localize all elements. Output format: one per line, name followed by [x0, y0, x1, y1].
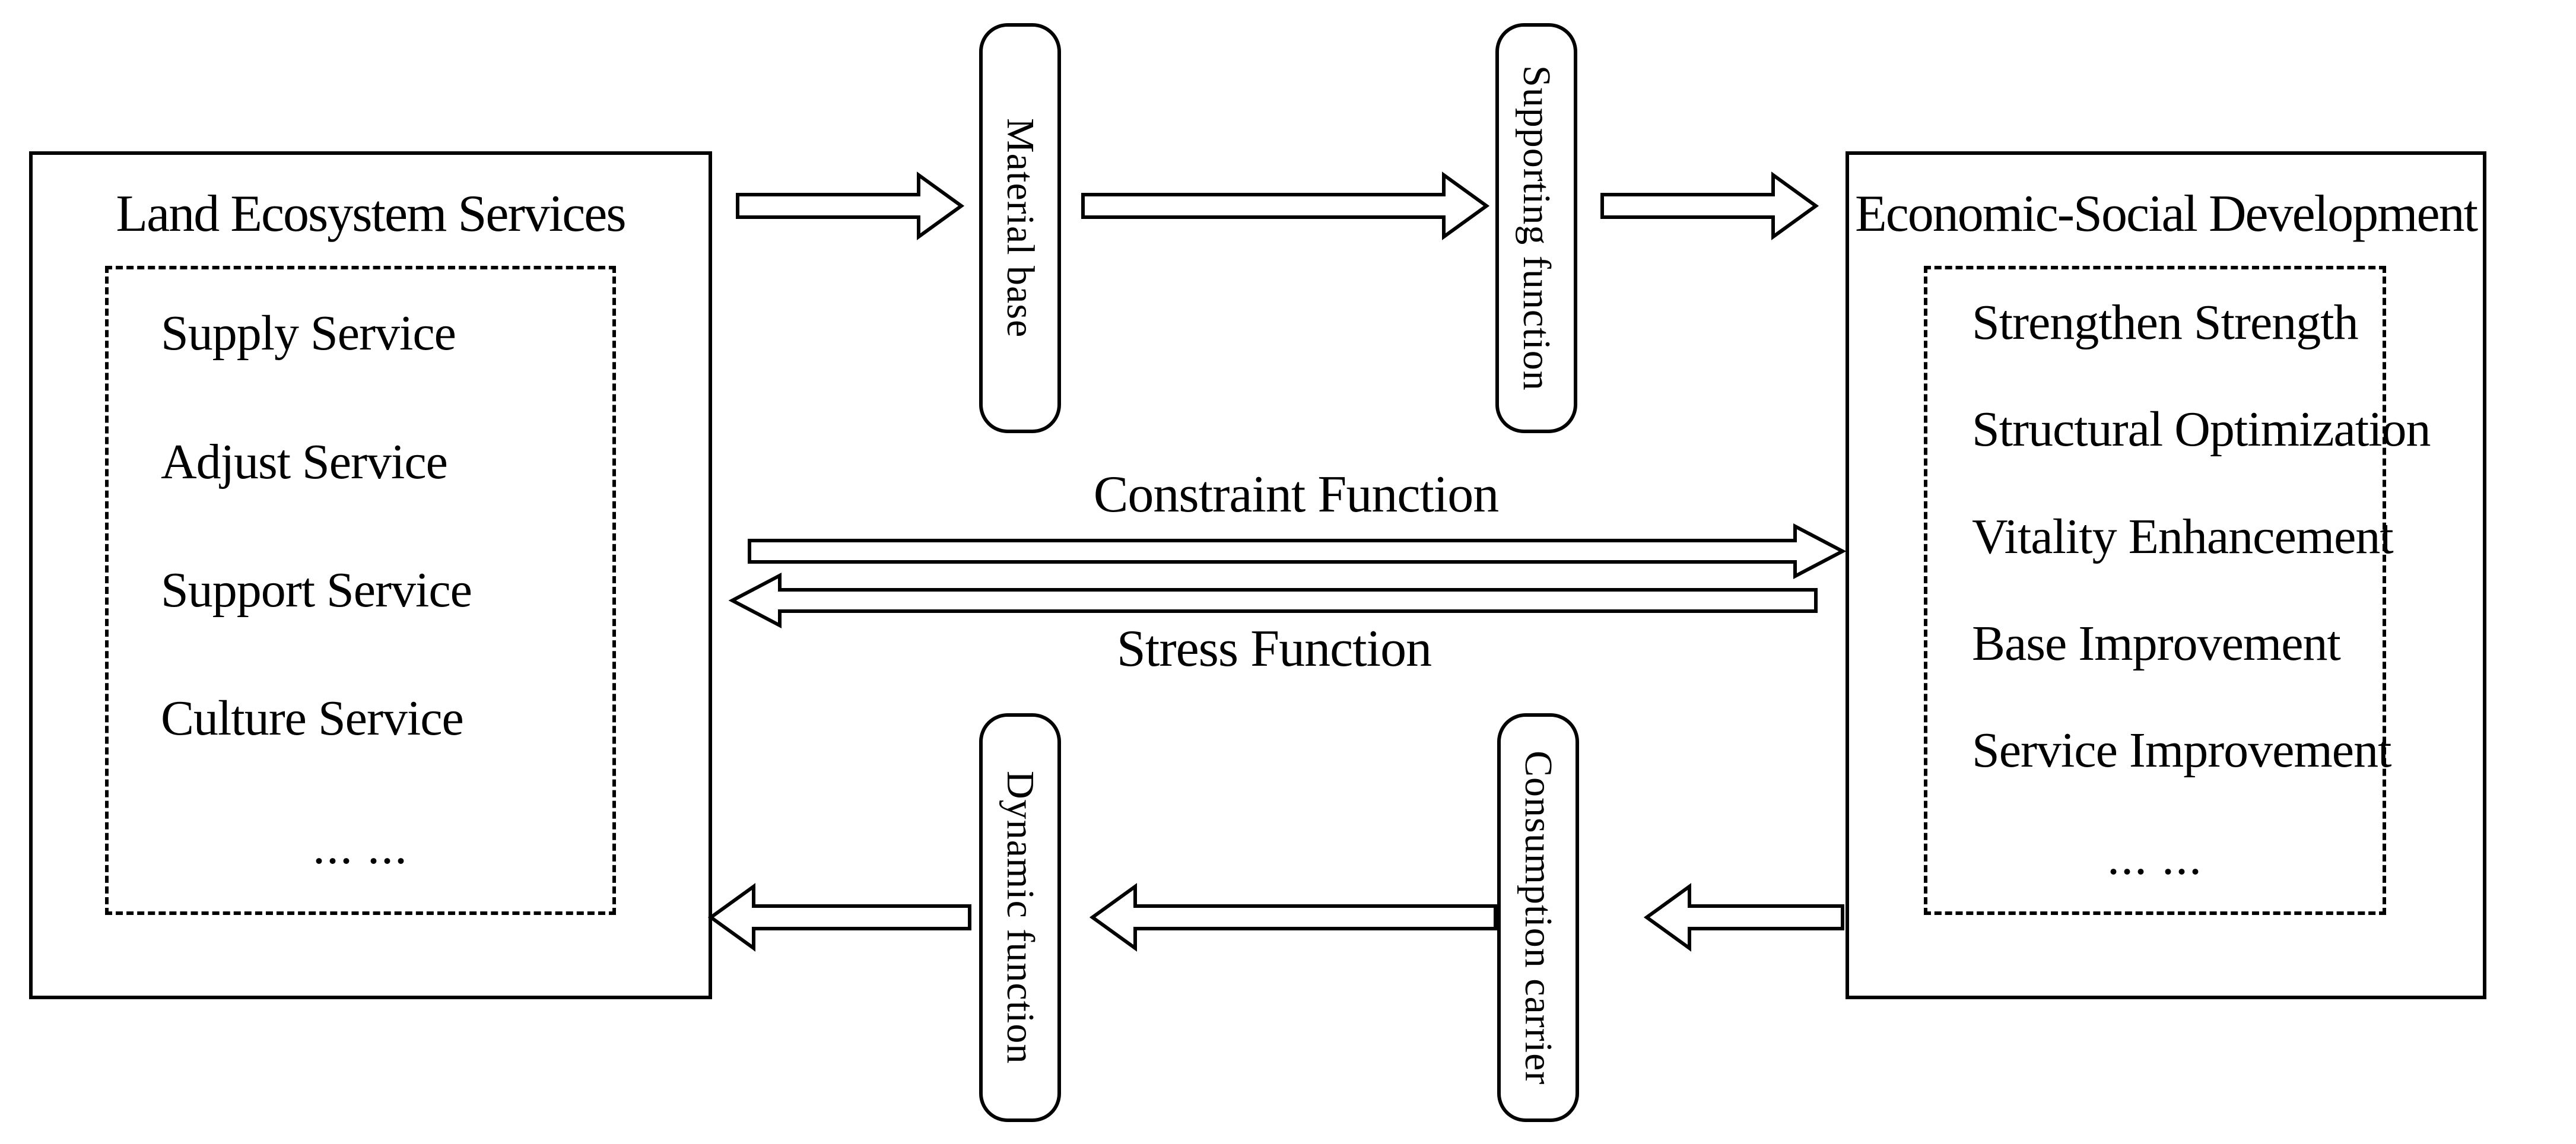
- supporting-function-label: Supporting function: [1515, 65, 1558, 391]
- material-base-label: Material base: [999, 118, 1042, 338]
- consumption-carrier-label: Consumption carrier: [1517, 750, 1560, 1085]
- arrow-leftbox-to-material-base: [736, 171, 965, 240]
- list-item-culture-service: Culture Service: [161, 691, 464, 746]
- arrow-material-base-to-supporting-function: [1081, 171, 1490, 240]
- list-item-supply-service: Supply Service: [161, 306, 456, 361]
- arrow-rightbox-to-consumption-carrier: [1643, 883, 1844, 952]
- material-base-node: Material base: [979, 23, 1061, 433]
- stress-function-arrow: [728, 573, 1818, 628]
- dynamic-function-node: Dynamic function: [979, 713, 1061, 1122]
- right-ellipsis: ... ...: [2107, 830, 2203, 885]
- right-box-title: Economic-Social Development: [1854, 185, 2478, 243]
- economic-social-development-box: Economic-Social Development Strengthen S…: [1846, 151, 2486, 999]
- supporting-function-node: Supporting function: [1495, 23, 1577, 433]
- list-item-structural-optimization: Structural Optimization: [1972, 402, 2431, 457]
- land-ecosystem-services-box: Land Ecosystem Services Supply Service A…: [29, 151, 712, 999]
- arrow-consumption-carrier-to-dynamic-function: [1089, 883, 1497, 952]
- constraint-function-label: Constraint Function: [1093, 466, 1500, 523]
- list-item-adjust-service: Adjust Service: [161, 434, 448, 490]
- dynamic-function-label: Dynamic function: [999, 771, 1042, 1064]
- left-ellipsis: ... ...: [313, 819, 408, 875]
- list-item-base-improvement: Base Improvement: [1972, 616, 2341, 672]
- consumption-carrier-node: Consumption carrier: [1497, 713, 1579, 1122]
- list-item-service-improvement: Service Improvement: [1972, 723, 2391, 778]
- constraint-function-arrow: [748, 523, 1847, 579]
- left-services-dashed-box: Supply Service Adjust Service Support Se…: [105, 266, 616, 915]
- list-item-support-service: Support Service: [161, 562, 472, 618]
- left-box-title: Land Ecosystem Services: [116, 185, 626, 243]
- list-item-vitality-enhancement: Vitality Enhancement: [1972, 509, 2394, 564]
- right-goals-dashed-box: Strengthen Strength Structural Optimizat…: [1924, 266, 2431, 915]
- list-item-strengthen-strength: Strengthen Strength: [1972, 295, 2359, 351]
- stress-function-label: Stress Function: [1116, 620, 1432, 678]
- arrow-dynamic-function-to-leftbox: [707, 883, 971, 952]
- arrow-supporting-function-to-rightbox: [1600, 171, 1819, 240]
